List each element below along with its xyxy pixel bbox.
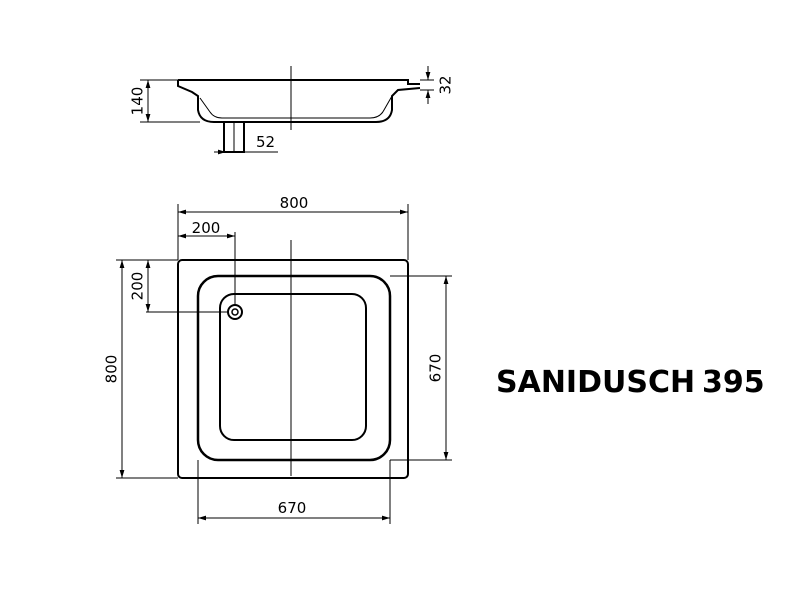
side-tray-inner bbox=[199, 95, 393, 119]
top-drain-inner bbox=[231, 308, 239, 316]
top-view: 800 200 800 200 670 670 bbox=[103, 194, 452, 524]
top-tray-outer bbox=[196, 274, 392, 462]
side-view: 140 32 52 bbox=[129, 66, 455, 155]
top-tray-inner bbox=[219, 293, 367, 441]
top-depth-label: 800 bbox=[103, 355, 121, 384]
top-drain-outer bbox=[227, 304, 243, 320]
top-drain-y-label: 200 bbox=[129, 272, 147, 301]
top-width-label: 800 bbox=[280, 194, 309, 212]
side-tray-outline bbox=[177, 80, 421, 123]
top-drain-x-label: 200 bbox=[192, 219, 221, 237]
product-title: SANIDUSCH 395 bbox=[496, 365, 765, 400]
product-name: SANIDUSCH bbox=[496, 365, 695, 400]
top-inner-width-label: 670 bbox=[278, 499, 307, 517]
top-outer-outline bbox=[177, 259, 409, 479]
product-model: 395 bbox=[702, 365, 765, 400]
side-drain-label: 52 bbox=[256, 133, 275, 151]
top-inner-depth-label: 670 bbox=[427, 354, 445, 383]
side-rim-top bbox=[178, 79, 420, 85]
side-rim-label: 32 bbox=[437, 75, 455, 94]
side-height-label: 140 bbox=[129, 87, 147, 116]
